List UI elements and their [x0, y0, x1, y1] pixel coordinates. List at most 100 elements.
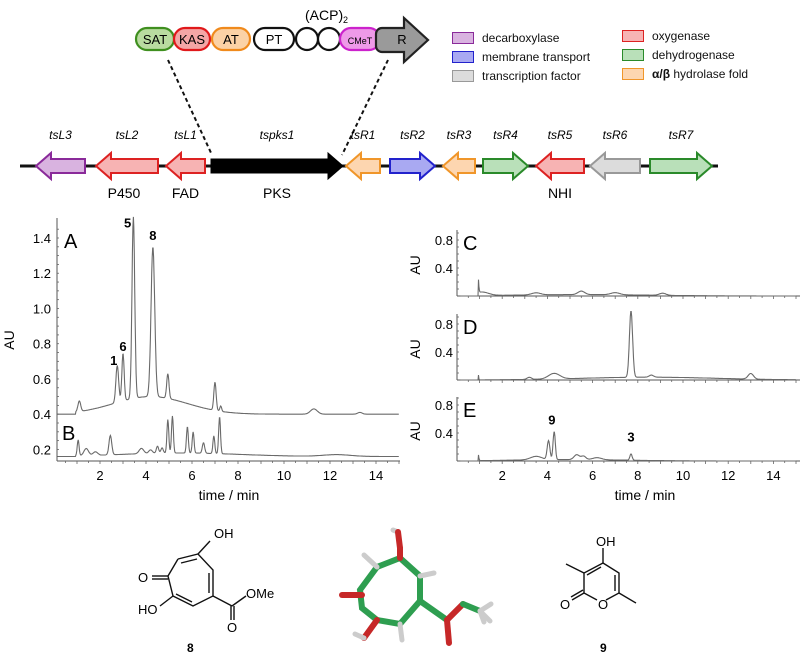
x-tick-label: 12 — [721, 468, 735, 483]
peak-label-8: 8 — [149, 228, 156, 243]
label-oh-9: OH — [596, 534, 616, 549]
y-tick-label: 0.8 — [435, 317, 453, 332]
peak-label-3: 3 — [627, 429, 634, 444]
panel-label-b: B — [62, 423, 75, 445]
gene-product-tsL1: FAD — [172, 185, 199, 201]
domain-kas — [172, 26, 212, 52]
domain-label: SAT — [143, 32, 167, 47]
y-tick-label: 1.2 — [33, 266, 51, 281]
y-tick-label: 0.4 — [435, 261, 453, 276]
gene-arrow-tsR1 — [344, 150, 381, 182]
panel-label-c: C — [463, 233, 477, 255]
gene-arrow-tsR6 — [588, 150, 641, 182]
gene-name-tsL3: tsL3 — [49, 128, 72, 142]
structures: OH O HO OMe O 8 — [138, 526, 637, 655]
domain-label-r: R — [397, 32, 406, 47]
trace-E — [460, 431, 796, 462]
legend-column-1: decarboxylase membrane transport transcrip… — [452, 28, 590, 85]
y-tick-label: 1.0 — [33, 301, 51, 316]
domain-pt — [252, 26, 296, 52]
gene-name-tsR3: tsR3 — [447, 128, 472, 142]
domain-acp — [294, 26, 320, 52]
peak-label-5: 5 — [124, 215, 131, 230]
label-ome: OMe — [246, 586, 274, 601]
x-tick-label: 2 — [96, 468, 103, 483]
legend-swatch — [622, 29, 644, 42]
legend-item: oxygenase — [622, 26, 748, 45]
gene-name-tspks1: tspks1 — [260, 128, 295, 142]
legend-column-2: oxygenase dehydrogenase α/β hydrolase fold — [622, 26, 748, 83]
label-oh-top: OH — [214, 526, 234, 541]
peak-label-9: 9 — [548, 413, 555, 428]
legend-item: transcription factor — [452, 66, 590, 85]
x-tick-label: 4 — [544, 468, 551, 483]
y-tick-label: 1.4 — [33, 231, 51, 246]
y-axis-label: AU — [1, 330, 17, 349]
legend-label: dehydrogenase — [652, 47, 735, 62]
y-axis-label-D: AU — [407, 339, 423, 358]
x-tick-label: 12 — [323, 468, 337, 483]
dashed-line-right — [341, 59, 389, 156]
x-tick-label: 8 — [234, 468, 241, 483]
acp-label: (ACP) — [305, 7, 343, 23]
legend-swatch — [622, 48, 644, 61]
x-axis-label: time / min — [199, 487, 260, 503]
gene-name-tsL2: tsL2 — [116, 128, 139, 142]
legend-item: α/β hydrolase fold — [622, 64, 748, 83]
label-ring-o: O — [598, 597, 608, 612]
gene-arrow-tsL3 — [34, 150, 86, 182]
y-axis-label-C: AU — [407, 255, 423, 274]
acp-subscript: 2 — [343, 15, 348, 25]
x-tick-label: 6 — [589, 468, 596, 483]
y-tick-label: 0.4 — [435, 345, 453, 360]
gene-name-tsR6: tsR6 — [603, 128, 628, 142]
trace-C — [460, 279, 796, 297]
domain-r-arrow — [374, 15, 430, 65]
legend-swatch — [452, 69, 474, 82]
gene-arrow-tsL1 — [164, 150, 206, 182]
panel-label-d: D — [463, 317, 477, 339]
zoom-dashed-lines — [167, 59, 389, 156]
stick-model-3d — [339, 527, 494, 646]
legend-item: decarboxylase — [452, 28, 590, 47]
x-tick-label: 10 — [676, 468, 690, 483]
legend-label: α/β hydrolase fold — [652, 66, 749, 81]
label-ho: HO — [138, 602, 158, 617]
x-tick-label: 6 — [188, 468, 195, 483]
x-tick-label: 14 — [369, 468, 383, 483]
dashed-line-left — [167, 59, 213, 156]
gene-name-tsR7: tsR7 — [669, 128, 695, 142]
legend-label: transcription factor — [482, 68, 581, 83]
peak-label-1: 1 — [110, 353, 117, 368]
legend-swatch — [452, 50, 474, 63]
label-ester-o: O — [227, 620, 237, 635]
panel-label-a: A — [64, 231, 78, 253]
label-carbonyl-o-9: O — [560, 597, 570, 612]
legend-label: membrane transport — [482, 49, 591, 64]
gene-name-tsR2: tsR2 — [400, 128, 425, 142]
compound-label-9: 9 — [600, 641, 607, 655]
legend-label: decarboxylase — [482, 30, 560, 45]
x-tick-label: 10 — [277, 468, 291, 483]
domain-acp — [316, 26, 342, 52]
structure-compound-8 — [152, 540, 247, 620]
gene-product-tspks1: PKS — [263, 185, 291, 201]
x-tick-label: 2 — [499, 468, 506, 483]
trace-B — [57, 415, 399, 458]
gene-name-tsR5: tsR5 — [548, 128, 573, 142]
y-tick-label: 0.8 — [33, 337, 51, 352]
x-axis-label-cde: time / min — [615, 487, 676, 503]
panel-label-e: E — [463, 400, 476, 422]
y-tick-label: 0.4 — [33, 407, 51, 422]
gene-product-tsL2: P450 — [108, 185, 141, 201]
gene-arrow-tsR7 — [649, 150, 714, 182]
trace-D — [460, 310, 796, 381]
y-tick-label: 0.6 — [33, 372, 51, 387]
gene-product-tsR5: NHI — [548, 185, 572, 201]
x-tick-label: 4 — [142, 468, 149, 483]
structure-compound-9 — [565, 548, 637, 604]
